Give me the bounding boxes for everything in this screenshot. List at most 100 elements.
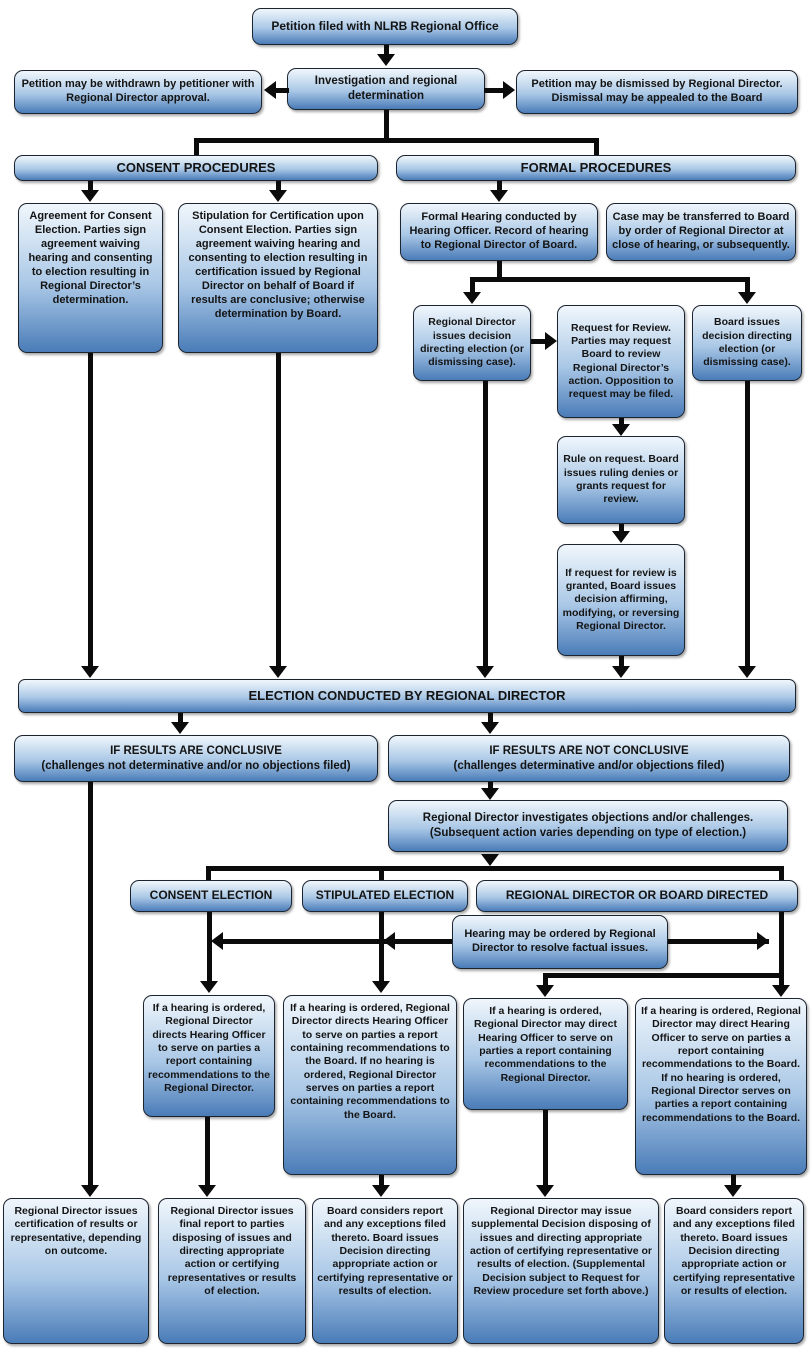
arrow-line xyxy=(276,353,281,666)
connector-line xyxy=(194,138,199,156)
arrowhead-down-icon xyxy=(612,666,630,678)
arrowhead-down-icon xyxy=(377,54,395,66)
arrowhead-down-icon xyxy=(536,1185,554,1197)
arrow-line xyxy=(275,88,289,93)
arrowhead-down-icon xyxy=(738,292,756,304)
arrowhead-left-icon xyxy=(264,81,276,99)
arrowhead-down-icon xyxy=(481,854,499,866)
connector-line xyxy=(194,138,598,143)
node-request-for-review: Request for Review. Parties may request … xyxy=(557,305,685,418)
connector-line xyxy=(384,110,389,142)
connector-line xyxy=(779,912,784,978)
arrow-line xyxy=(731,1175,736,1185)
arrow-line xyxy=(619,418,624,425)
node-rd-decision: Regional Director issues decision direct… xyxy=(413,305,531,381)
arrowhead-down-icon xyxy=(612,424,630,436)
rd-investigates-line2: (Subsequent action varies depending on t… xyxy=(429,827,747,839)
arrow-line xyxy=(178,713,183,722)
connector-line xyxy=(779,866,784,880)
header-consent-election: CONSENT ELECTION xyxy=(130,880,292,912)
arrow-line xyxy=(384,45,389,56)
arrow-line xyxy=(483,381,488,666)
arrowhead-down-icon xyxy=(724,1185,742,1197)
arrow-line xyxy=(484,88,504,93)
connector-line xyxy=(379,866,384,880)
arrow-line xyxy=(222,939,452,944)
node-outcome-supplemental: Regional Director may issue supplemental… xyxy=(463,1198,659,1344)
arrow-line xyxy=(379,1175,384,1185)
header-stipulated-election: STIPULATED ELECTION xyxy=(302,880,468,912)
arrow-line xyxy=(88,782,93,1185)
node-formal-hearing: Formal Hearing conducted by Hearing Offi… xyxy=(400,203,598,261)
node-stipulation-certification: Stipulation for Certification upon Conse… xyxy=(178,203,378,353)
arrowhead-right-icon xyxy=(503,81,515,99)
results-not-conclusive-subtitle: (challenges determinative and/or objecti… xyxy=(453,759,725,772)
arrow-line xyxy=(88,181,93,191)
node-agreement-consent-election: Agreement for Consent Election. Parties … xyxy=(18,203,163,353)
arrowhead-down-icon xyxy=(198,1185,216,1197)
arrowhead-down-icon xyxy=(81,666,99,678)
results-conclusive-title: IF RESULTS ARE CONCLUSIVE xyxy=(110,744,282,757)
arrow-line xyxy=(488,713,493,722)
arrow-line xyxy=(379,912,384,981)
arrowhead-down-icon xyxy=(372,1185,390,1197)
arrowhead-down-icon xyxy=(463,292,481,304)
results-not-conclusive-title: IF RESULTS ARE NOT CONCLUSIVE xyxy=(489,744,689,757)
arrowhead-left-icon xyxy=(383,932,395,950)
node-rd-investigates: Regional Director investigates objection… xyxy=(388,800,788,852)
arrow-line xyxy=(276,181,281,191)
header-rd-or-board-directed: REGIONAL DIRECTOR OR BOARD DIRECTED xyxy=(476,880,798,912)
arrowhead-right-icon xyxy=(545,332,557,350)
node-hearing-may-be-ordered: Hearing may be ordered by Regional Direc… xyxy=(452,915,668,969)
node-outcome-board-directed: Board considers report and any exception… xyxy=(664,1198,804,1344)
arrowhead-down-icon xyxy=(81,190,99,202)
header-consent-procedures: CONSENT PROCEDURES xyxy=(14,155,378,181)
arrow-line xyxy=(470,279,475,292)
connector-line xyxy=(543,973,784,978)
arrowhead-down-icon xyxy=(476,666,494,678)
arrowhead-right-icon xyxy=(757,932,769,950)
node-board-decision: Board issues decision directing election… xyxy=(692,305,802,381)
arrowhead-down-icon xyxy=(536,985,554,997)
arrow-line xyxy=(543,1110,548,1185)
arrowhead-down-icon xyxy=(200,981,218,993)
arrowhead-down-icon xyxy=(490,190,508,202)
arrowhead-down-icon xyxy=(171,722,189,734)
arrow-line xyxy=(619,656,624,666)
arrow-line xyxy=(497,181,502,191)
arrowhead-down-icon xyxy=(481,722,499,734)
arrow-line xyxy=(668,939,769,944)
node-outcome-certification: Regional Director issues certification o… xyxy=(3,1198,149,1344)
arrowhead-down-icon xyxy=(772,985,790,997)
connector-line xyxy=(594,138,599,156)
arrow-line xyxy=(619,524,624,532)
node-rule-on-request: Rule on request. Board issues ruling den… xyxy=(557,436,685,524)
arrow-line xyxy=(779,973,784,985)
arrow-line xyxy=(488,782,493,789)
results-conclusive-subtitle: (challenges not determinative and/or no … xyxy=(41,759,351,772)
node-investigation: Investigation and regional determination xyxy=(287,68,485,110)
node-report-rd-directed: If a hearing is ordered, Regional Direct… xyxy=(463,998,628,1110)
arrow-line xyxy=(745,381,750,666)
connector-line xyxy=(206,866,784,871)
node-petition-dismissed: Petition may be dismissed by Regional Di… xyxy=(516,70,798,114)
node-report-board-directed: If a hearing is ordered, Regional Direct… xyxy=(635,998,807,1175)
band-election-conducted: ELECTION CONDUCTED BY REGIONAL DIRECTOR xyxy=(18,679,796,713)
arrowhead-down-icon xyxy=(269,190,287,202)
node-results-conclusive: IF RESULTS ARE CONCLUSIVE (challenges no… xyxy=(14,735,378,782)
arrow-line xyxy=(88,353,93,666)
arrowhead-down-icon xyxy=(612,531,630,543)
connector-line xyxy=(206,866,211,880)
arrowhead-down-icon xyxy=(738,666,756,678)
arrow-line xyxy=(531,339,546,344)
arrowhead-down-icon xyxy=(81,1185,99,1197)
arrowhead-down-icon xyxy=(481,788,499,800)
node-report-stipulated: If a hearing is ordered, Regional Direct… xyxy=(283,995,457,1175)
arrow-line xyxy=(205,1117,210,1185)
node-petition-withdrawn: Petition may be withdrawn by petitioner … xyxy=(14,70,262,114)
arrow-line xyxy=(745,279,750,292)
node-results-not-conclusive: IF RESULTS ARE NOT CONCLUSIVE (challenge… xyxy=(388,735,790,782)
arrow-line xyxy=(543,973,548,985)
header-formal-procedures: FORMAL PROCEDURES xyxy=(396,155,796,181)
